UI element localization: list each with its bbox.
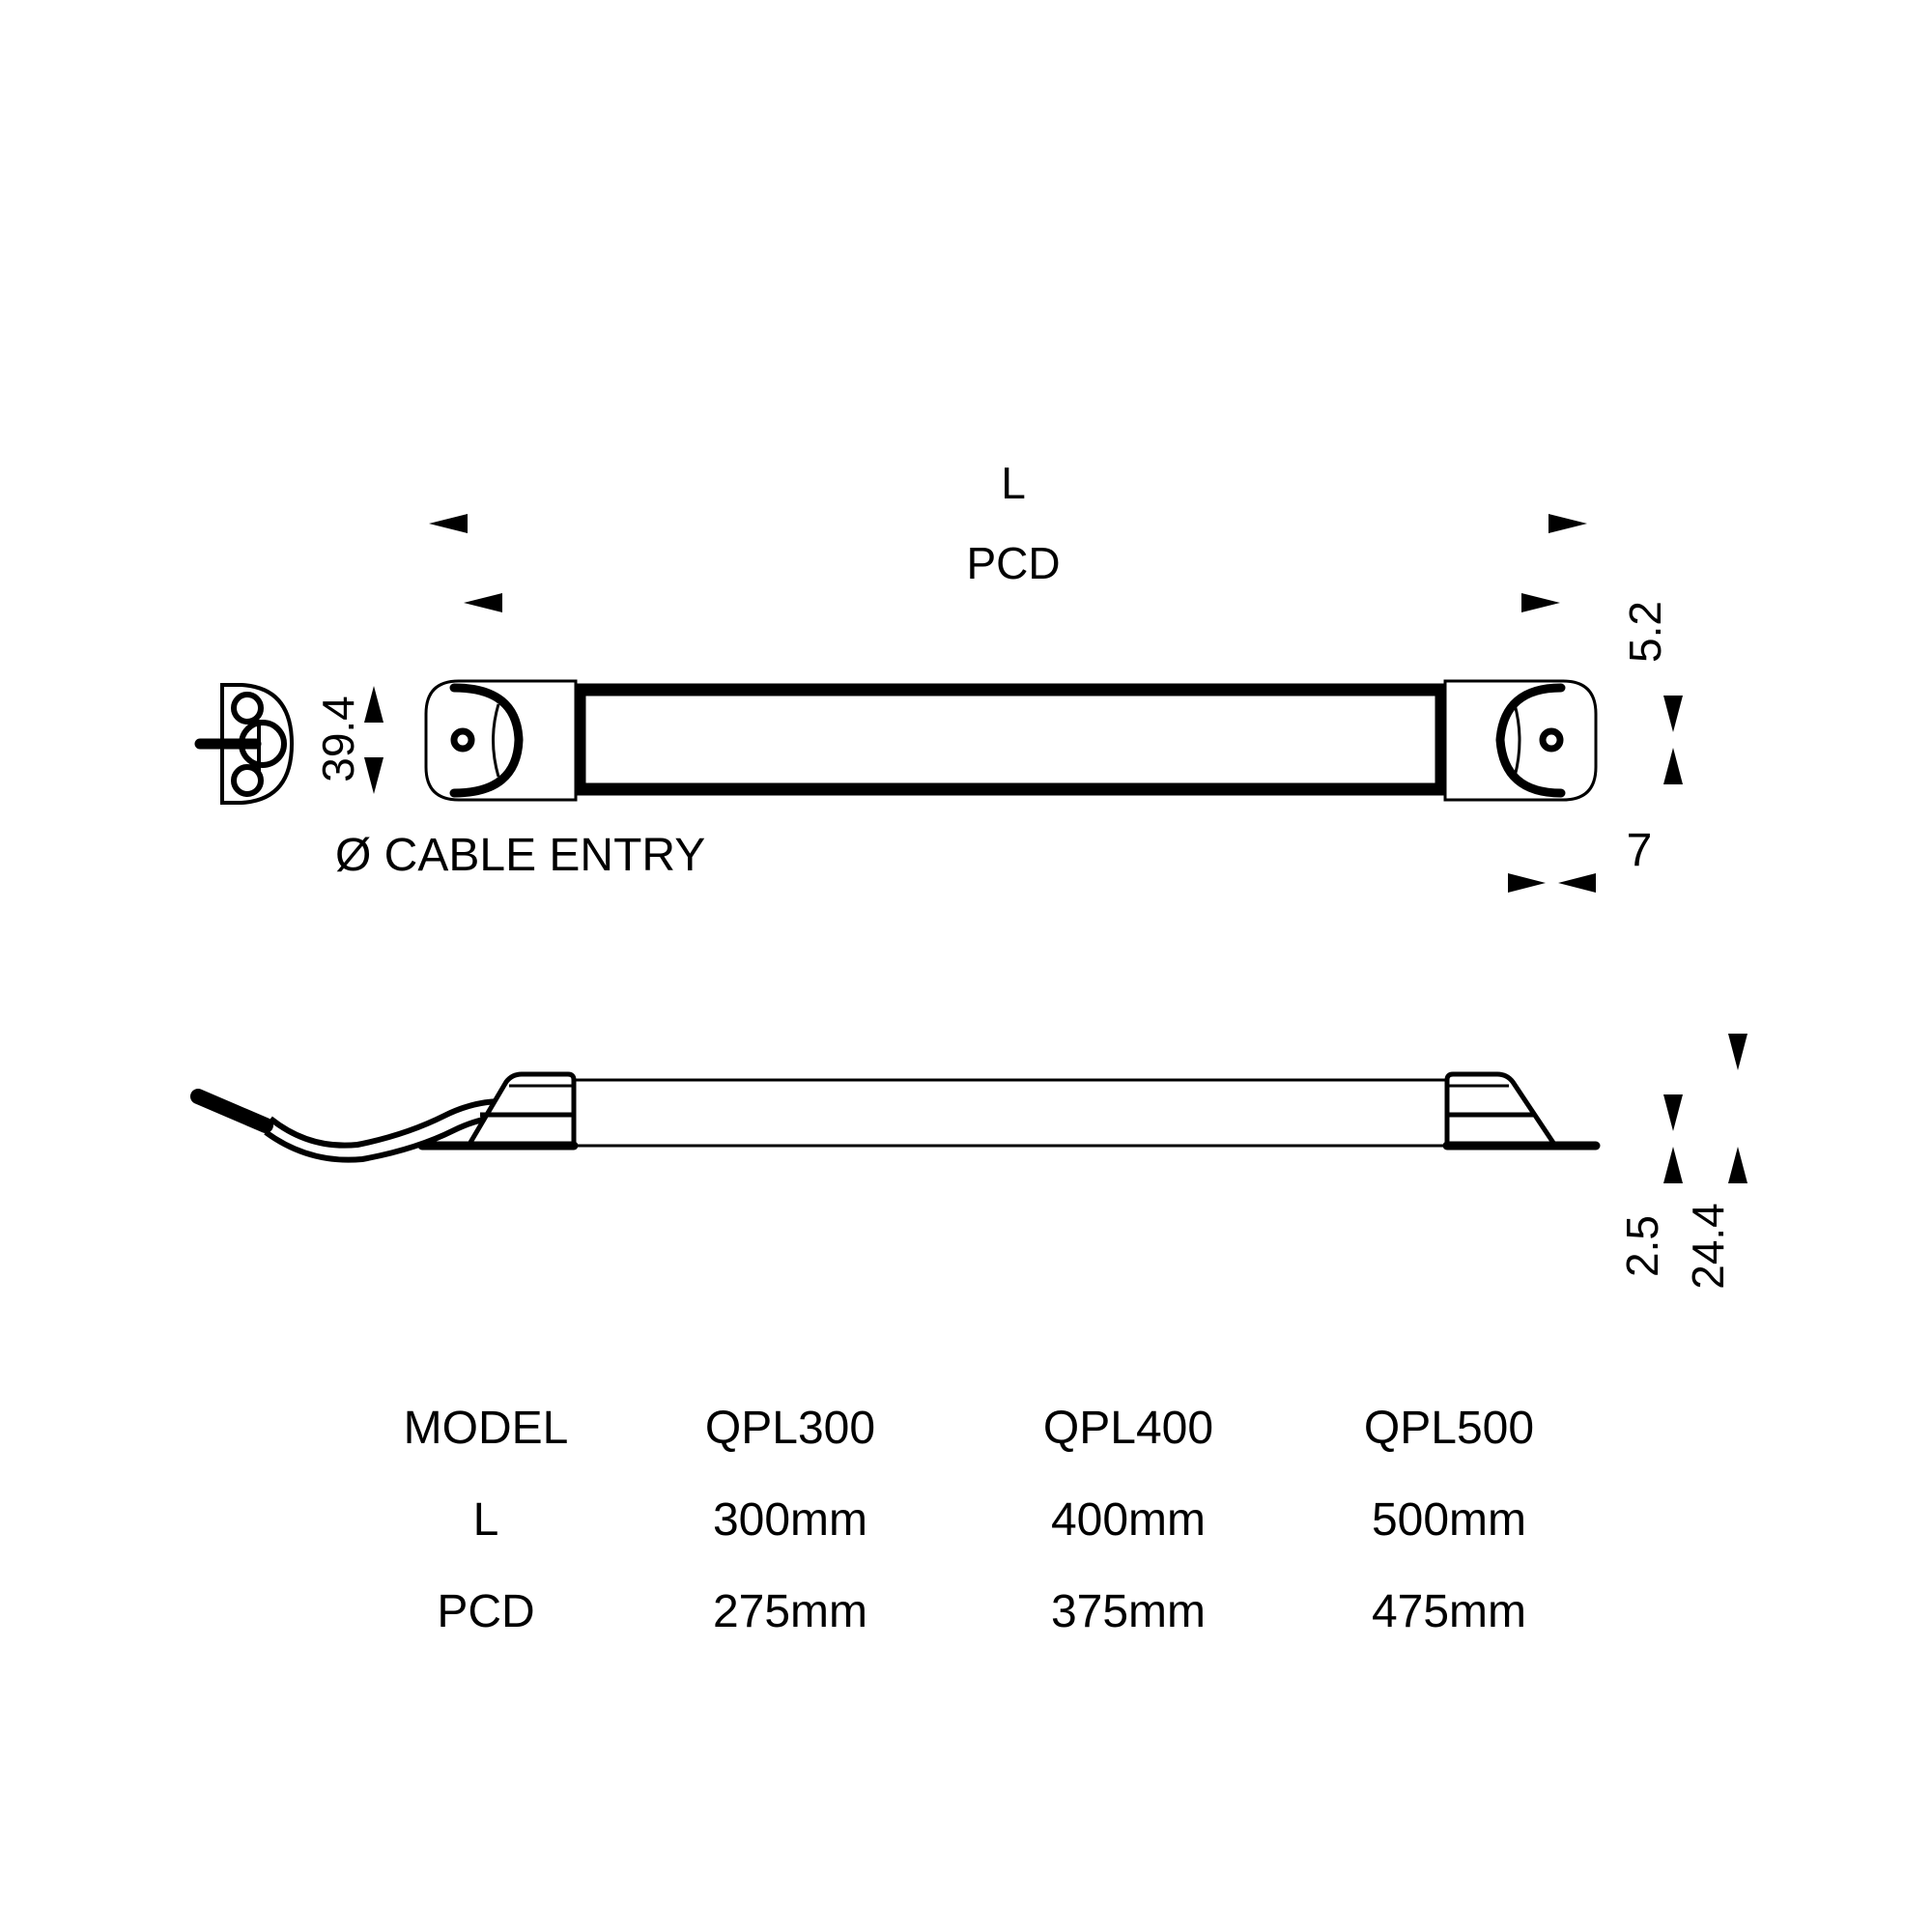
table-cell: 500mm — [1372, 1494, 1526, 1546]
side-cap-left — [417, 1071, 579, 1151]
arrow-down-icon — [1663, 696, 1683, 732]
table-row: PCD 275mm 375mm 475mm — [437, 1586, 1526, 1637]
table-cell: 375mm — [1051, 1586, 1206, 1637]
dimension-total-height: 24.4 — [1683, 1034, 1747, 1290]
dim-length-label: L — [1001, 458, 1026, 508]
arrow-up-icon — [364, 686, 384, 723]
arrow-up-icon — [1728, 1147, 1747, 1183]
dim-pcd-label: PCD — [966, 538, 1060, 588]
end-cap-right — [1443, 679, 1598, 802]
arrow-down-icon — [364, 757, 384, 794]
dim-cap-width-label: 7 — [1627, 825, 1653, 876]
arrow-right-icon — [1508, 873, 1546, 893]
table-header: QPL500 — [1364, 1403, 1534, 1454]
arrow-down-icon — [1663, 1094, 1683, 1131]
end-cap-left — [424, 679, 578, 802]
table-cell: 400mm — [1051, 1494, 1206, 1546]
arrow-down-icon — [1728, 1034, 1747, 1070]
dim-base-label: 2.5 — [1617, 1215, 1667, 1277]
table-header-row: MODEL QPL300 QPL400 QPL500 — [404, 1403, 1534, 1454]
dimension-height: 39.4 — [313, 686, 384, 794]
table-header: MODEL — [404, 1403, 569, 1454]
dimension-cap-offset: 5.2 — [1620, 601, 1683, 784]
dim-cap-offset-label: 5.2 — [1620, 601, 1670, 663]
dimension-cap-width: 7 — [1508, 825, 1652, 893]
arrow-left-icon — [1558, 873, 1596, 893]
end-profile — [194, 683, 295, 805]
dimension-length: L — [429, 458, 1587, 533]
cable-icon — [190, 1089, 273, 1133]
screw-hole-icon — [1539, 727, 1564, 753]
dim-height-label: 39.4 — [313, 696, 363, 782]
screw-hole-icon — [450, 727, 475, 753]
arrow-up-icon — [1663, 1147, 1683, 1183]
cable-entry-label: Ø CABLE ENTRY — [335, 830, 705, 881]
arrow-right-icon — [1548, 514, 1587, 533]
dimension-pcd: PCD — [464, 538, 1560, 612]
top-view — [424, 679, 1598, 802]
row-label: PCD — [437, 1586, 534, 1637]
arrow-left-icon — [464, 593, 502, 612]
table-cell: 275mm — [713, 1586, 867, 1637]
table-header: QPL400 — [1043, 1403, 1213, 1454]
table-cell: 300mm — [713, 1494, 867, 1546]
side-view — [190, 1071, 1601, 1163]
table-header: QPL300 — [705, 1403, 875, 1454]
arrow-right-icon — [1521, 593, 1560, 612]
arrow-left-icon — [429, 514, 468, 533]
light-tube — [573, 683, 1448, 796]
table-row: L 300mm 400mm 500mm — [473, 1494, 1526, 1546]
arrow-up-icon — [1663, 748, 1683, 784]
dim-total-height-label: 24.4 — [1683, 1203, 1733, 1290]
table-cell: 475mm — [1372, 1586, 1526, 1637]
side-cap-right — [1442, 1071, 1601, 1151]
dimension-base: 2.5 — [1617, 1094, 1683, 1277]
model-table: MODEL QPL300 QPL400 QPL500 L 300mm 400mm… — [404, 1403, 1534, 1637]
row-label: L — [473, 1494, 499, 1546]
